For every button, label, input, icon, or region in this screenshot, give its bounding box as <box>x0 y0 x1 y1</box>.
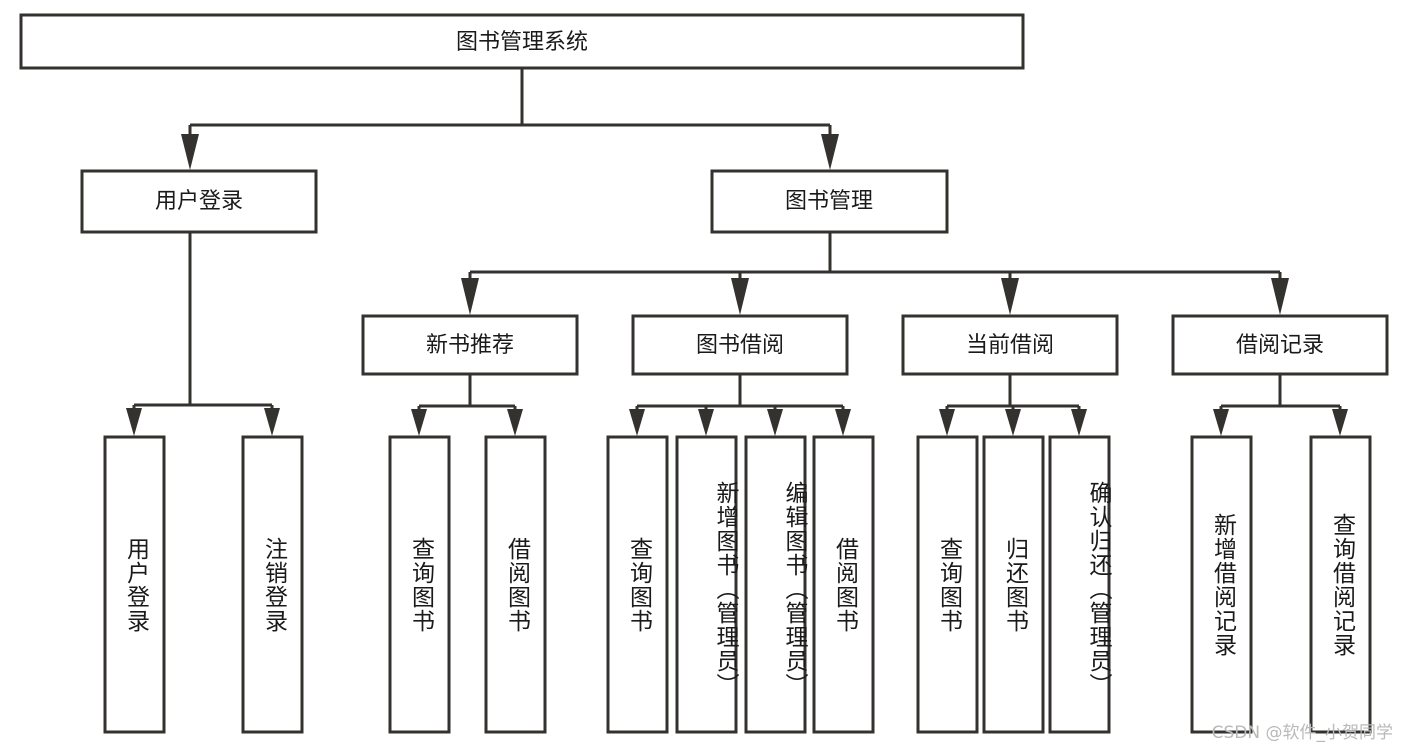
arrow-bb-add-book <box>698 409 714 436</box>
node-user-login-label: 用户登录 <box>155 189 243 214</box>
node-book-manage-box[interactable] <box>710 169 949 234</box>
connectors-borrow-record-to-leaves <box>1213 375 1348 436</box>
connectors-current-borrow-to-leaves <box>939 375 1087 436</box>
arrow-new-book-recommend <box>461 278 479 315</box>
leaf-box-nbr-borrow-book[interactable] <box>484 435 547 734</box>
arrow-leaf-logout <box>264 408 280 436</box>
node-book-borrow-box[interactable] <box>631 314 849 376</box>
connectors-new-book-recommend-to-leaves <box>411 375 523 436</box>
node-book-borrow[interactable]: 图书借阅 <box>631 314 849 376</box>
node-book-borrow-label: 图书借阅 <box>696 333 784 358</box>
arrow-nbr-query-book <box>411 409 427 436</box>
node-book-manage[interactable]: 图书管理 <box>710 169 949 234</box>
leaf-box-br-query-record[interactable] <box>1309 435 1372 734</box>
node-user-login-box[interactable] <box>80 169 318 234</box>
leaf-box-bb-query-book[interactable] <box>606 435 669 734</box>
node-current-borrow-label: 当前借阅 <box>966 333 1054 358</box>
arrow-bb-query-book <box>629 409 645 436</box>
arrow-nbr-borrow-book <box>507 409 523 436</box>
leaf-box-nbr-query-book[interactable] <box>388 435 451 734</box>
arrow-leaf-user-login <box>126 408 142 436</box>
leaf-boxes <box>103 435 1372 734</box>
leaf-box-bb-add-book[interactable] <box>675 435 738 734</box>
csdn-watermark: CSDN @软件_小贺同学 <box>1211 723 1393 743</box>
arrow-bb-edit-book <box>767 409 783 436</box>
node-borrow-record-box[interactable] <box>1171 314 1389 376</box>
node-root[interactable]: 图书管理系统 <box>19 13 1025 70</box>
node-current-borrow[interactable]: 当前借阅 <box>901 314 1119 376</box>
arrow-cb-query-book <box>939 409 955 436</box>
connectors-root-to-level2 <box>181 68 839 170</box>
node-root-box[interactable] <box>19 13 1025 70</box>
leaf-box-bb-edit-book[interactable] <box>744 435 807 734</box>
node-book-manage-label: 图书管理 <box>785 189 873 214</box>
arrow-cb-return-book <box>1005 409 1021 436</box>
node-new-book-recommend-label: 新书推荐 <box>426 333 514 358</box>
connectors-user-login-to-leaves <box>126 232 280 436</box>
arrow-cb-confirm-return <box>1071 409 1087 436</box>
node-current-borrow-box[interactable] <box>901 314 1119 376</box>
connectors-book-manage-to-level3 <box>461 232 1289 315</box>
arrow-book-manage <box>821 134 839 170</box>
leaf-box-cb-confirm-return[interactable] <box>1048 435 1111 734</box>
arrow-current-borrow <box>1001 278 1019 315</box>
node-root-label: 图书管理系统 <box>456 30 588 55</box>
leaf-box-br-add-record[interactable] <box>1190 435 1253 734</box>
leaf-box-logout[interactable] <box>241 435 304 734</box>
leaf-box-cb-query-book[interactable] <box>916 435 979 734</box>
leaf-box-cb-return-book[interactable] <box>982 435 1045 734</box>
node-borrow-record-label: 借阅记录 <box>1236 333 1324 358</box>
arrow-br-query-record <box>1332 409 1348 436</box>
leaf-box-bb-borrow-book[interactable] <box>812 435 875 734</box>
arrow-book-borrow <box>731 278 749 315</box>
node-borrow-record[interactable]: 借阅记录 <box>1171 314 1389 376</box>
node-new-book-recommend-box[interactable] <box>361 314 579 376</box>
node-user-login[interactable]: 用户登录 <box>80 169 318 234</box>
arrow-bb-borrow-book <box>835 409 851 436</box>
arrow-br-add-record <box>1213 409 1229 436</box>
arrow-borrow-record <box>1271 278 1289 315</box>
leaf-box-user-login[interactable] <box>103 435 166 734</box>
connectors-book-borrow-to-leaves <box>629 375 851 436</box>
arrow-user-login <box>181 134 199 170</box>
node-new-book-recommend[interactable]: 新书推荐 <box>361 314 579 376</box>
